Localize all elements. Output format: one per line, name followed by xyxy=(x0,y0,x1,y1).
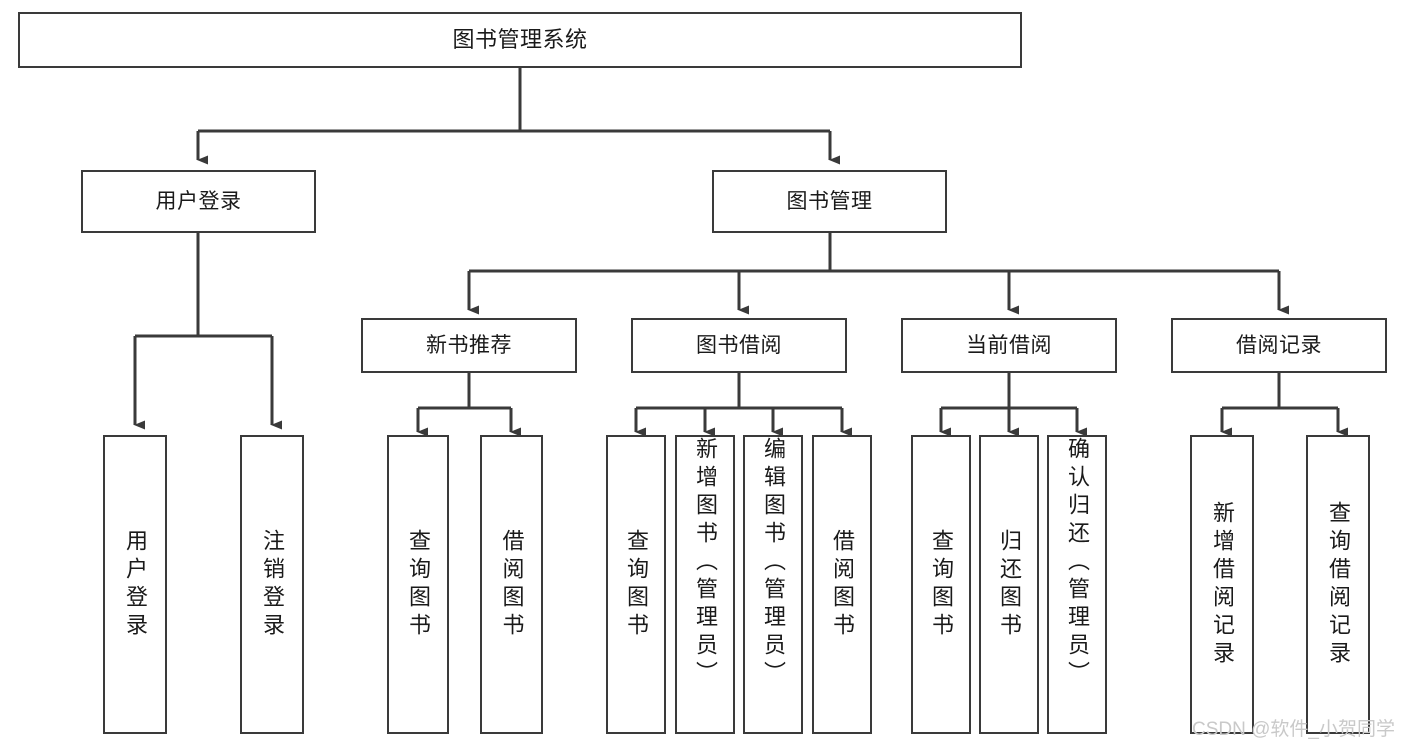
leaf-return-book-label: 归还图书 xyxy=(997,528,1022,641)
node-new-book-rec-label: 新书推荐 xyxy=(426,333,512,357)
node-book-manage[interactable]: 图书管理 xyxy=(712,170,947,233)
node-borrow-record-label: 借阅记录 xyxy=(1236,333,1322,357)
leaf-borrow-book-2-label: 借阅图书 xyxy=(830,528,855,641)
leaf-query-book-2-label: 查询图书 xyxy=(624,528,649,641)
node-root[interactable]: 图书管理系统 xyxy=(18,12,1022,68)
leaf-user-login-label: 用户登录 xyxy=(123,528,148,641)
node-user-login-label: 用户登录 xyxy=(155,189,242,213)
node-new-book-rec[interactable]: 新书推荐 xyxy=(361,318,577,373)
node-root-label: 图书管理系统 xyxy=(452,26,588,52)
leaf-add-book-label: 新增图书（管理员） xyxy=(693,437,718,689)
leaf-query-record[interactable]: 查询借阅记录 xyxy=(1306,435,1370,734)
leaf-add-book[interactable]: 新增图书（管理员） xyxy=(675,435,735,734)
node-book-manage-label: 图书管理 xyxy=(786,189,873,213)
leaf-query-book-2[interactable]: 查询图书 xyxy=(606,435,666,734)
leaf-user-logout[interactable]: 注销登录 xyxy=(240,435,304,734)
node-book-borrow[interactable]: 图书借阅 xyxy=(631,318,847,373)
leaf-confirm-return[interactable]: 确认归还（管理员） xyxy=(1047,435,1107,734)
leaf-query-book-3-label: 查询图书 xyxy=(929,528,954,641)
leaf-borrow-book-1-label: 借阅图书 xyxy=(499,528,525,641)
leaf-confirm-return-label: 确认归还（管理员） xyxy=(1065,437,1090,689)
leaf-borrow-book-2[interactable]: 借阅图书 xyxy=(812,435,872,734)
node-book-borrow-label: 图书借阅 xyxy=(696,333,782,357)
leaf-return-book[interactable]: 归还图书 xyxy=(979,435,1039,734)
node-current-borrow[interactable]: 当前借阅 xyxy=(901,318,1117,373)
leaf-edit-book[interactable]: 编辑图书（管理员） xyxy=(743,435,803,734)
leaf-borrow-book-1[interactable]: 借阅图书 xyxy=(480,435,543,734)
node-user-login[interactable]: 用户登录 xyxy=(81,170,316,233)
leaf-query-book-1[interactable]: 查询图书 xyxy=(387,435,449,734)
leaf-query-record-label: 查询借阅记录 xyxy=(1326,500,1351,669)
leaf-user-login[interactable]: 用户登录 xyxy=(103,435,167,734)
leaf-query-book-3[interactable]: 查询图书 xyxy=(911,435,971,734)
leaf-add-record-label: 新增借阅记录 xyxy=(1210,500,1235,669)
watermark-text: CSDN @软件_小贺同学 xyxy=(1192,719,1395,740)
leaf-user-logout-label: 注销登录 xyxy=(260,528,285,641)
node-borrow-record[interactable]: 借阅记录 xyxy=(1171,318,1387,373)
node-current-borrow-label: 当前借阅 xyxy=(966,333,1052,357)
leaf-add-record[interactable]: 新增借阅记录 xyxy=(1190,435,1254,734)
leaf-edit-book-label: 编辑图书（管理员） xyxy=(761,437,786,689)
leaf-query-book-1-label: 查询图书 xyxy=(406,528,431,641)
